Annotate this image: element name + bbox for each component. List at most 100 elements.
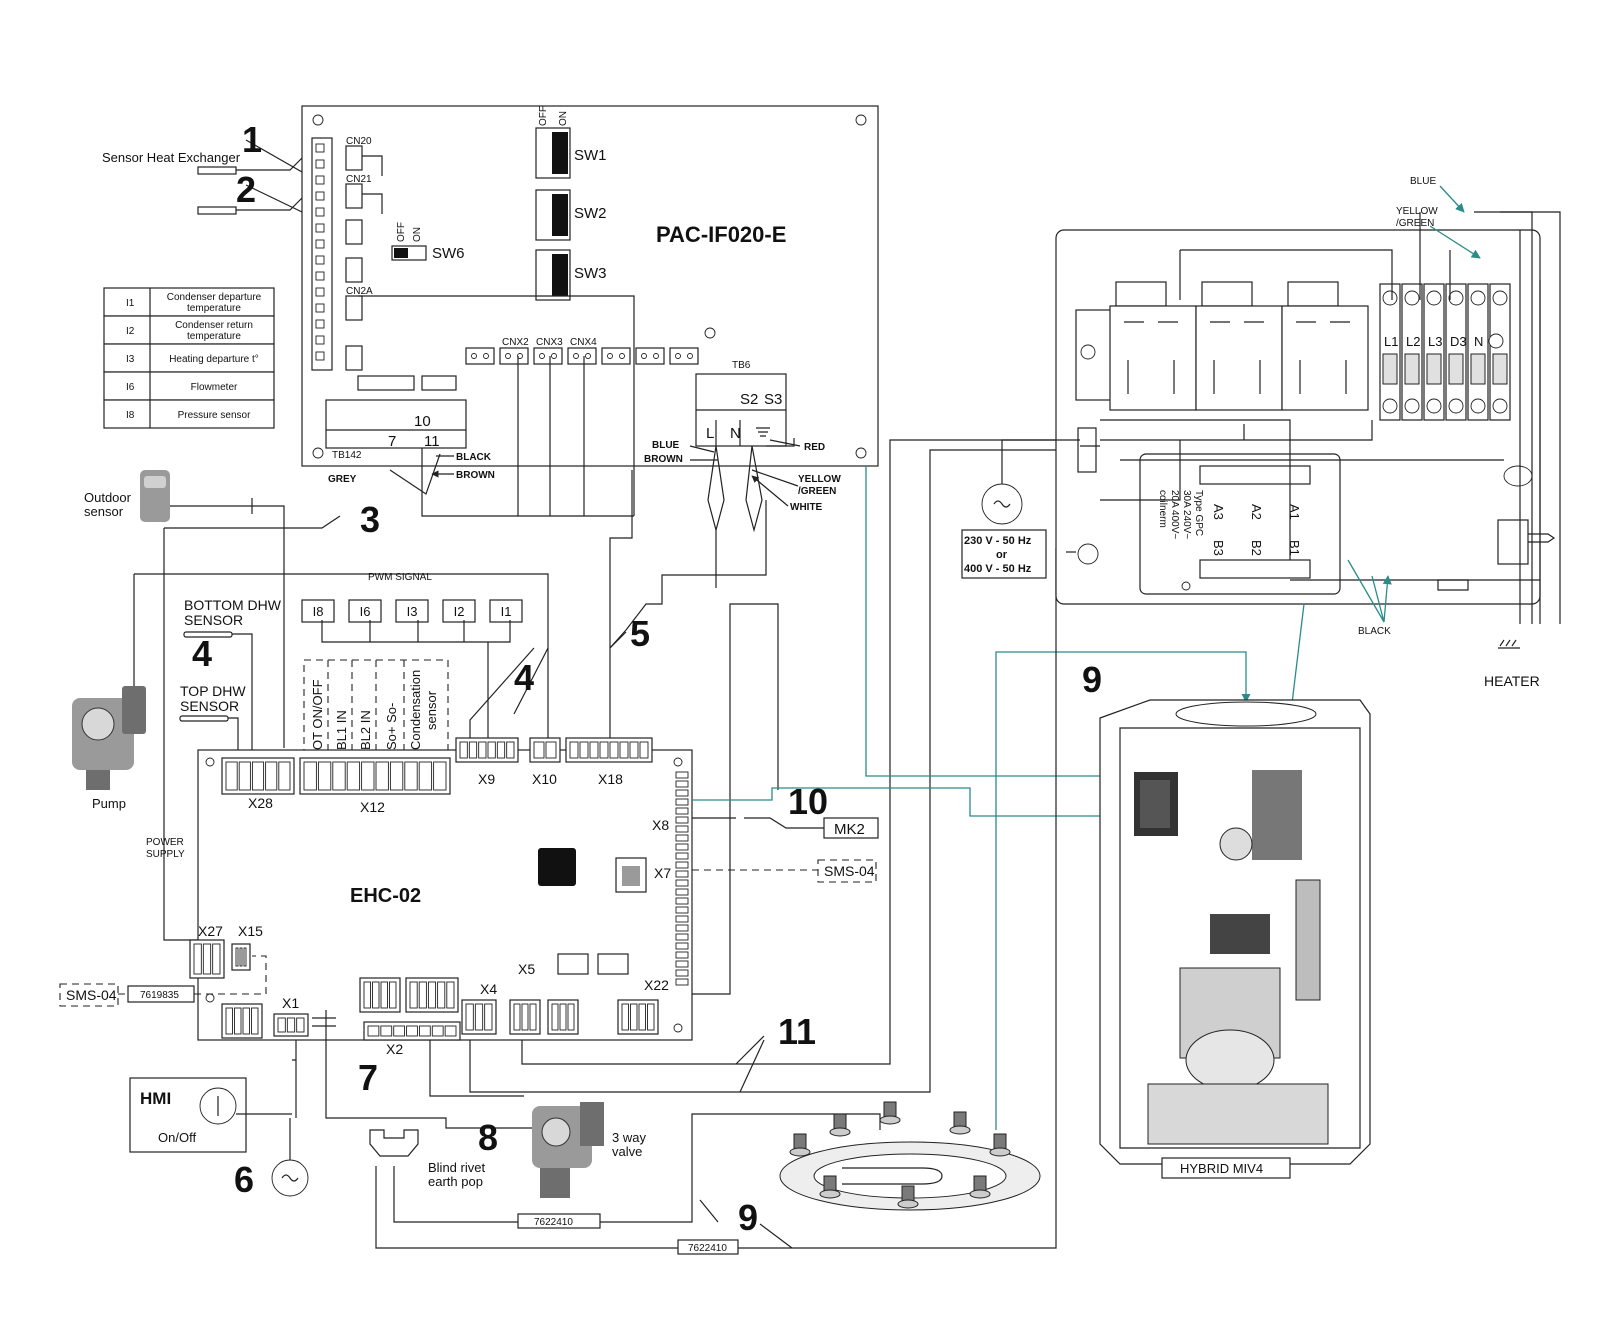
dhw-sensors: BOTTOM DHW SENSOR TOP DHW SENSOR xyxy=(179,597,282,750)
x1-connector[interactable] xyxy=(273,1013,309,1037)
contactor-type-label: Type GPC xyxy=(1193,490,1204,536)
tb142-7-label: 7 xyxy=(388,433,396,450)
x5-connector[interactable] xyxy=(509,999,541,1035)
sms04-left-label: SMS-04 xyxy=(66,987,117,1003)
pwm-sensor-code: I2 xyxy=(454,604,465,619)
pac-pin xyxy=(315,319,325,329)
tb6-n-label: N xyxy=(730,425,741,442)
ref-7622410-b-label: 7622410 xyxy=(688,1243,727,1254)
x12-connector[interactable] xyxy=(299,757,451,795)
callout-1: 1 xyxy=(242,119,262,160)
x-power-connector-2[interactable] xyxy=(405,977,459,1013)
callout-2: 2 xyxy=(236,169,256,210)
cnx-connector xyxy=(601,347,631,365)
tb6-terminal xyxy=(695,373,787,447)
ehc-pin xyxy=(675,978,689,986)
x9-connector[interactable] xyxy=(455,737,519,763)
cn21-label: CN21 xyxy=(346,174,372,185)
top-dhw-label-2: SENSOR xyxy=(180,698,239,714)
valve-label-2: valve xyxy=(612,1144,642,1159)
sensor-code: I1 xyxy=(126,298,135,309)
pwm-sensor-box xyxy=(442,599,476,623)
tb6-brown-label: BROWN xyxy=(644,454,683,465)
pac-pin xyxy=(315,271,325,281)
x22-connector[interactable] xyxy=(617,999,659,1035)
heater-black-label: BLACK xyxy=(1358,626,1391,637)
cnx-connector xyxy=(669,347,699,365)
supply-label-1: 230 V - 50 Hz xyxy=(964,535,1032,547)
sensor-code: I8 xyxy=(126,410,135,421)
sensor-desc: temperature xyxy=(187,303,241,314)
x18-connector[interactable] xyxy=(565,737,653,763)
contactor-b3: B3 xyxy=(1211,540,1226,556)
sw6-off-label: OFF xyxy=(396,222,407,242)
x15-connector[interactable] xyxy=(231,943,251,971)
hybrid-title: HYBRID MIV4 xyxy=(1180,1161,1263,1176)
sms04-left-module: SMS-04 7619835 xyxy=(59,955,267,1007)
ehc-pin xyxy=(675,852,689,860)
ehc-pin xyxy=(675,879,689,887)
cnx-connector xyxy=(533,347,563,365)
terminal-block-slot xyxy=(1467,283,1489,421)
x7-label: X7 xyxy=(654,865,671,881)
valve-label-1: 3 way xyxy=(612,1130,646,1145)
ehc-pin xyxy=(675,888,689,896)
heater-yellow-label: YELLOW xyxy=(1396,206,1438,217)
x12-condensation-label: Condensation xyxy=(408,670,423,750)
sensor-table-row xyxy=(103,343,275,373)
x-bottom-connector[interactable] xyxy=(221,1003,263,1039)
sensor-desc: Pressure sensor xyxy=(178,410,251,421)
sensor-hx-label: Sensor Heat Exchanger xyxy=(102,150,241,165)
ehc-pin xyxy=(675,807,689,815)
terminal-block-slot xyxy=(1423,283,1445,421)
gpc-contactor: Type GPC 30A 240V~ 20A 400V~ coilnerm A3… xyxy=(1139,453,1341,595)
outdoor-label-1: Outdoor xyxy=(84,490,132,505)
power-relay xyxy=(1109,281,1197,411)
pac-if020-board: PAC-IF020-E CN20 CN21 CN2A OFF ON SW1 SW… xyxy=(301,105,879,467)
three-way-valve: 3 way valve xyxy=(532,1102,646,1198)
tb6-white-label: WHITE xyxy=(790,502,823,513)
tb6-blue-label: BLUE xyxy=(652,440,680,451)
sw6-label: SW6 xyxy=(432,245,465,262)
sw6-dip-switch[interactable] xyxy=(391,245,427,261)
sensor-desc: temperature xyxy=(187,331,241,342)
blind-rivet-earth: Blind rivet earth pop xyxy=(369,1129,485,1189)
supply-label-3: 400 V - 50 Hz xyxy=(964,563,1032,575)
ehc-pin xyxy=(675,969,689,977)
sensor-table-row xyxy=(103,371,275,401)
callout-10: 10 xyxy=(788,781,828,822)
sw1-label: SW1 xyxy=(574,147,607,164)
contactor-a3: A3 xyxy=(1211,504,1226,520)
pwm-sensor-code: I6 xyxy=(360,604,371,619)
sensor-table-row xyxy=(103,399,275,429)
x2-connector[interactable] xyxy=(363,1021,461,1041)
x10-connector[interactable] xyxy=(529,737,561,763)
sensor-desc: Flowmeter xyxy=(191,382,238,393)
pwm-sensor-code: I3 xyxy=(407,604,418,619)
x18-label: X18 xyxy=(598,771,623,787)
x12-label: X12 xyxy=(360,799,385,815)
sensor-code: I3 xyxy=(126,354,135,365)
rivet-label-1: Blind rivet xyxy=(428,1160,485,1175)
x27-connector[interactable] xyxy=(189,939,225,979)
ehc-pin xyxy=(675,960,689,968)
ehc-pin xyxy=(675,771,689,779)
x-extra-connector[interactable] xyxy=(547,999,579,1035)
ehc-pin xyxy=(675,897,689,905)
x28-connector[interactable] xyxy=(221,757,295,795)
pac-pin xyxy=(315,303,325,313)
hmi-onoff-label[interactable]: On/Off xyxy=(158,1130,196,1145)
sw2-dip-switch[interactable] xyxy=(535,189,571,241)
contactor-a1: A1 xyxy=(1287,504,1302,520)
contactor-b2: B2 xyxy=(1249,540,1264,556)
sw3-dip-switch[interactable] xyxy=(535,249,571,301)
x-power-connector[interactable] xyxy=(359,977,401,1013)
sw1-dip-switch[interactable] xyxy=(535,127,571,179)
callout-11: 11 xyxy=(778,1011,816,1052)
mains-supply: 230 V - 50 Hz or 400 V - 50 Hz xyxy=(961,439,1080,579)
pump-illustration: Pump xyxy=(72,686,146,811)
x4-connector[interactable] xyxy=(461,999,497,1035)
x7-rj45-port[interactable] xyxy=(615,857,647,893)
tb-d3-label: D3 xyxy=(1450,334,1467,349)
